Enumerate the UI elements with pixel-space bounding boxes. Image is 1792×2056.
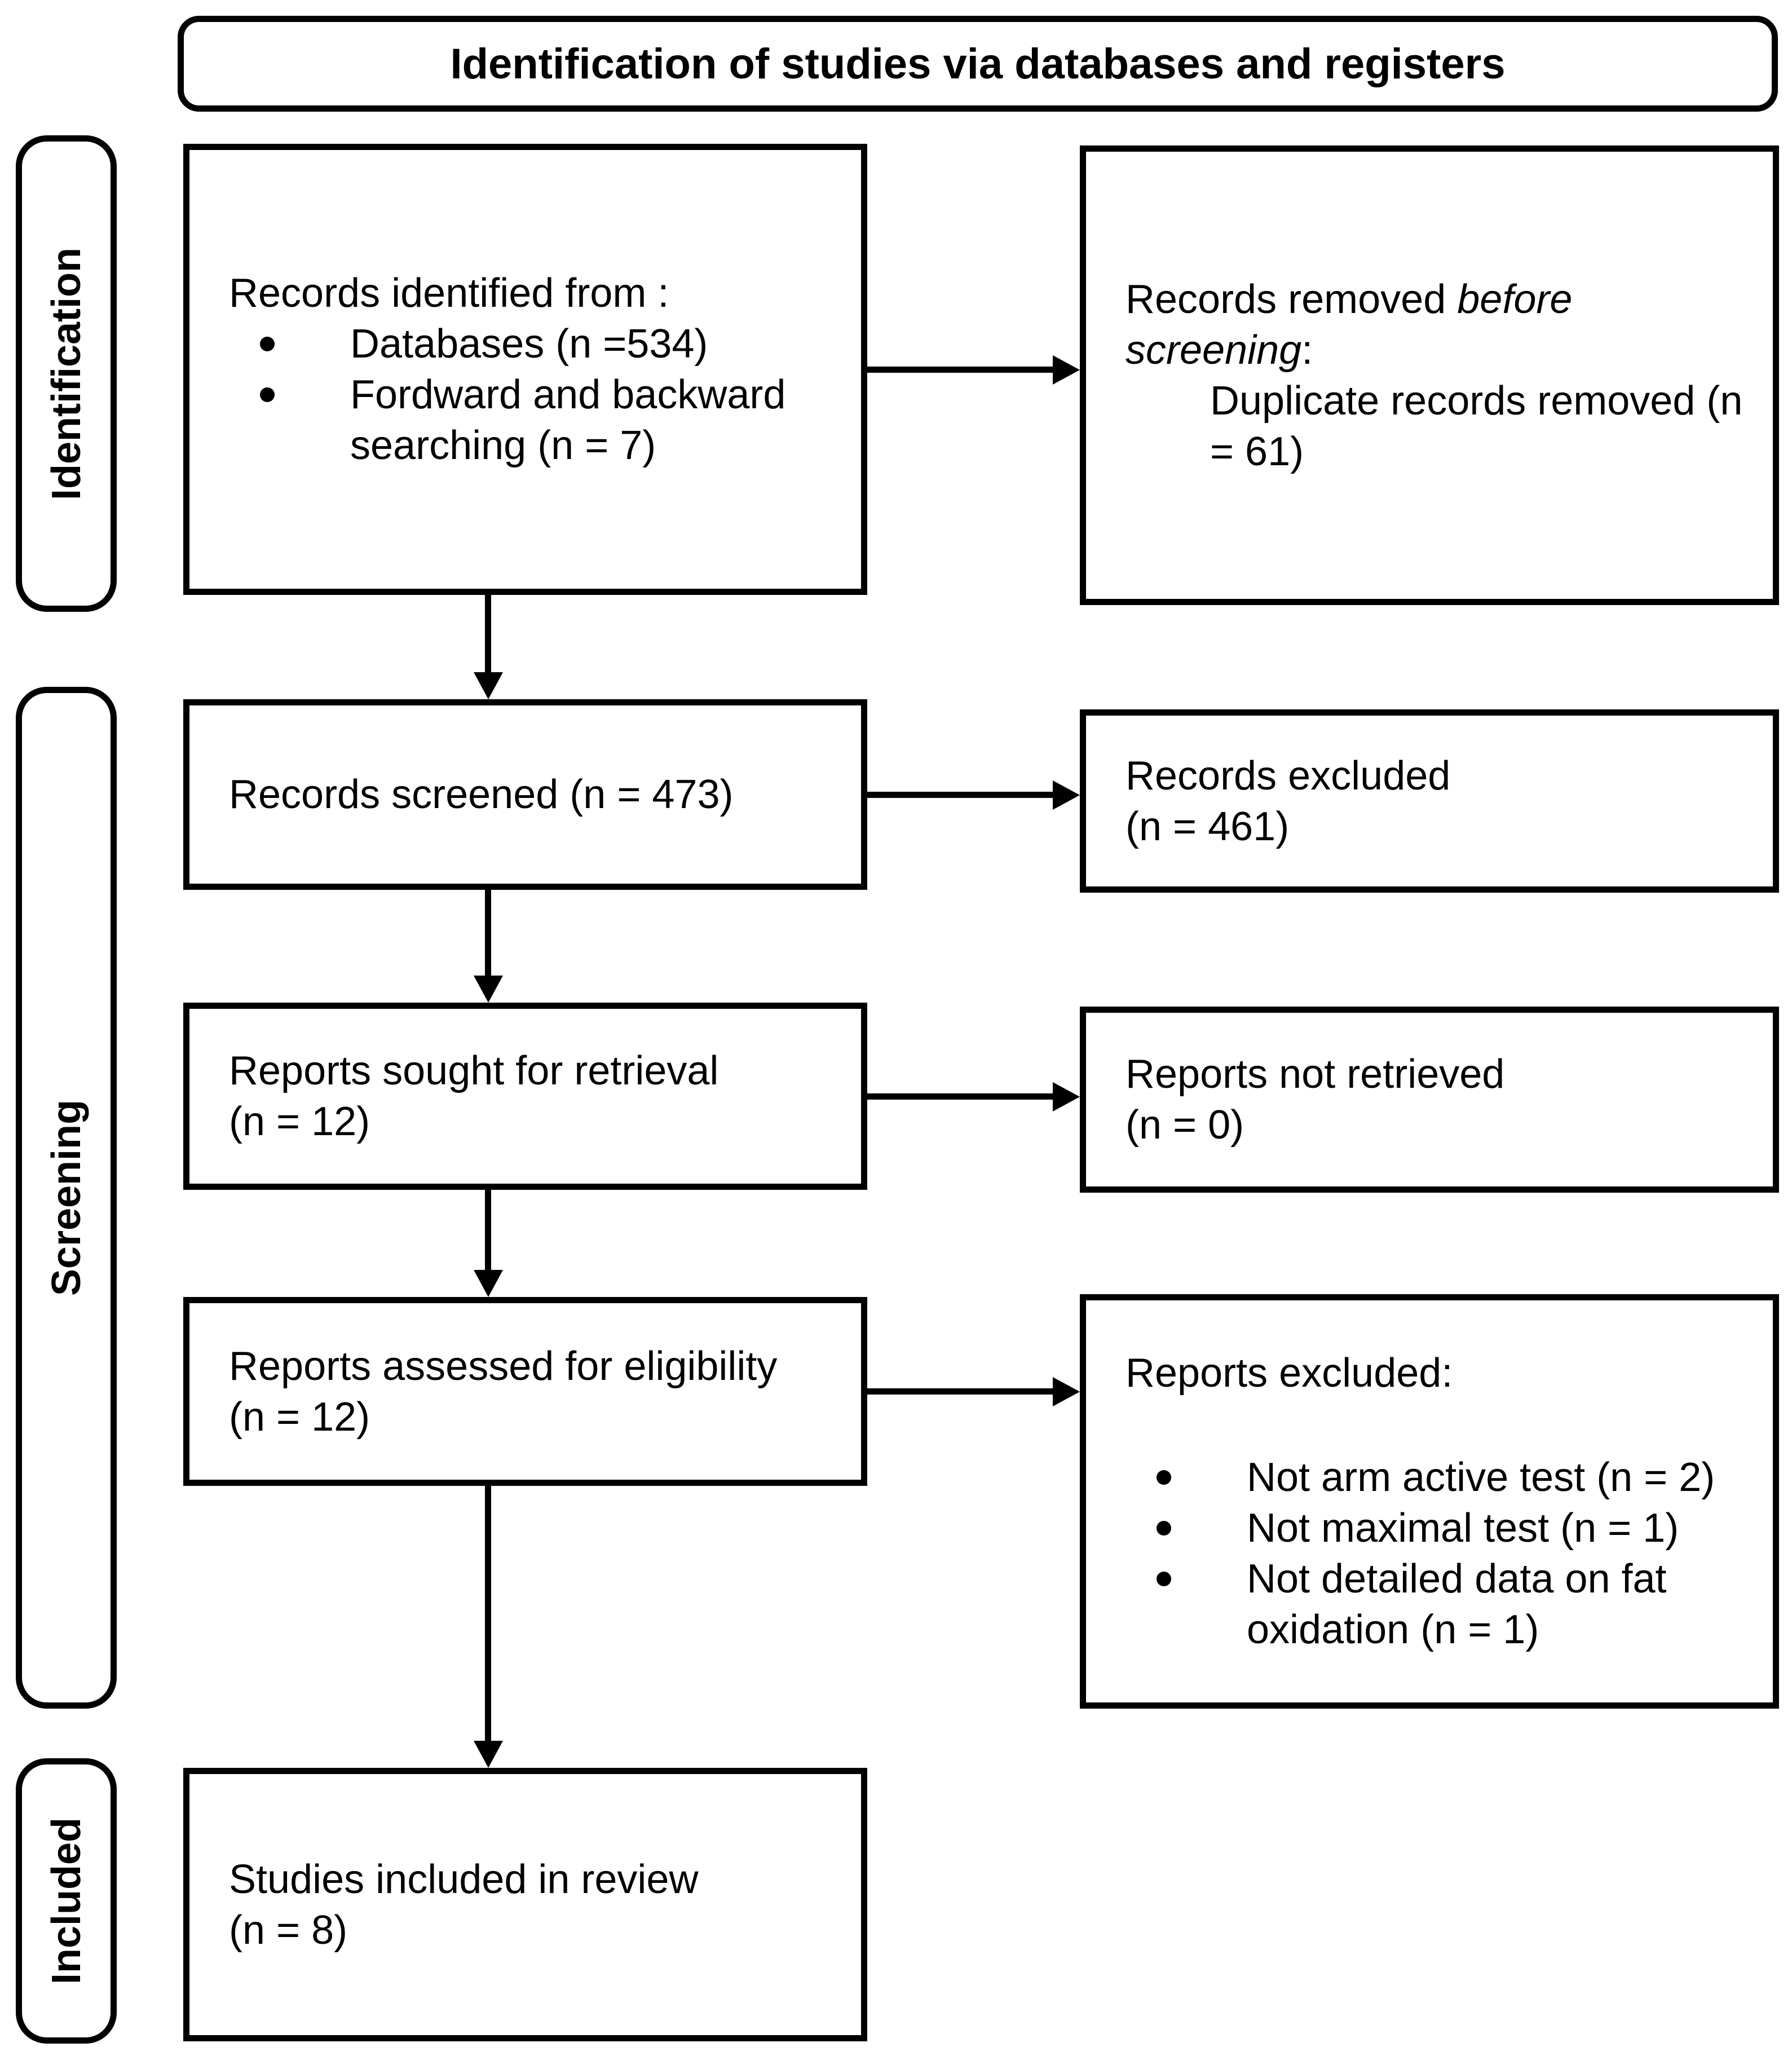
bullet-icon [1157, 1521, 1171, 1536]
list-item: Fordward and backward searching (n = 7) [229, 369, 833, 471]
box-records-screened: Records screened (n = 473) [183, 699, 867, 890]
records-removed-emphasis: before screening [1125, 276, 1573, 373]
stage-label-included: Included [16, 1758, 117, 2044]
studies-included-line2: (n = 8) [229, 1907, 348, 1953]
arrow-down-icon [485, 1486, 491, 1741]
reports-sought-line1: Reports sought for retrieval [229, 1048, 719, 1093]
arrow-right-icon [867, 1093, 1053, 1100]
records-removed-lead: Records removed [1125, 276, 1458, 322]
box-reports-not-retrieved: Reports not retrieved (n = 0) [1080, 1007, 1779, 1193]
records-removed-tail: : [1301, 327, 1313, 373]
reports-assessed-line1: Reports assessed for eligibility [229, 1343, 778, 1389]
diagram-title: Identification of studies via databases … [450, 39, 1506, 88]
bullet-text: Not arm active test (n = 2) [1247, 1455, 1715, 1500]
title-banner: Identification of studies via databases … [178, 16, 1778, 112]
list-item: Databases (n =534) [229, 319, 833, 369]
arrow-right-icon [867, 792, 1053, 798]
arrow-right-icon [867, 367, 1053, 373]
arrow-down-icon [485, 1190, 491, 1270]
records-removed-item: Duplicate records removed (n = 61) [1210, 378, 1743, 474]
box-reports-sought: Reports sought for retrieval (n = 12) [183, 1003, 867, 1190]
bullet-icon [1157, 1470, 1171, 1485]
bullet-icon [260, 337, 275, 351]
reports-excluded-heading: Reports excluded: [1125, 1351, 1453, 1396]
list-item: Not arm active test (n = 2) [1125, 1452, 1745, 1503]
bullet-text: Databases (n =534) [350, 321, 708, 367]
box-records-removed: Records removed before screening: Duplic… [1080, 145, 1779, 605]
box-reports-assessed: Reports assessed for eligibility (n = 12… [183, 1297, 867, 1486]
records-identified-intro: Records identified from : [229, 271, 669, 316]
box-records-excluded: Records excluded (n = 461) [1080, 709, 1779, 893]
stage-label-text: Identification [43, 247, 89, 500]
records-excluded-line2: (n = 461) [1125, 804, 1290, 849]
box-records-identified: Records identified from : Databases (n =… [183, 144, 867, 595]
arrow-down-icon [485, 890, 491, 976]
studies-included-line1: Studies included in review [229, 1856, 699, 1902]
bullet-text: Not maximal test (n = 1) [1247, 1506, 1679, 1551]
arrow-right-icon [867, 1388, 1053, 1395]
stage-label-screening: Screening [16, 687, 117, 1709]
reports-not-retrieved-line2: (n = 0) [1125, 1102, 1244, 1148]
reports-assessed-line2: (n = 12) [229, 1394, 370, 1440]
bullet-icon [1157, 1572, 1171, 1586]
stage-label-text: Screening [43, 1099, 89, 1296]
bullet-text: Fordward and backward searching (n = 7) [350, 372, 786, 468]
records-screened-text: Records screened (n = 473) [229, 772, 734, 817]
records-excluded-line1: Records excluded [1125, 753, 1451, 798]
box-studies-included: Studies included in review (n = 8) [183, 1768, 867, 2041]
bullet-icon [260, 387, 275, 402]
arrow-down-icon [485, 595, 491, 672]
records-removed-heading: Records removed before screening: [1125, 274, 1718, 376]
reports-not-retrieved-line1: Reports not retrieved [1125, 1052, 1505, 1097]
box-reports-excluded: Reports excluded: Not arm active test (n… [1080, 1294, 1779, 1709]
list-item: Not detailed data on fat oxidation (n = … [1125, 1554, 1745, 1655]
bullet-text: Not detailed data on fat oxidation (n = … [1247, 1556, 1667, 1652]
list-item: Not maximal test (n = 1) [1125, 1503, 1745, 1554]
stage-label-text: Included [43, 1817, 89, 1984]
stage-label-identification: Identification [16, 135, 117, 612]
reports-sought-line2: (n = 12) [229, 1099, 370, 1144]
